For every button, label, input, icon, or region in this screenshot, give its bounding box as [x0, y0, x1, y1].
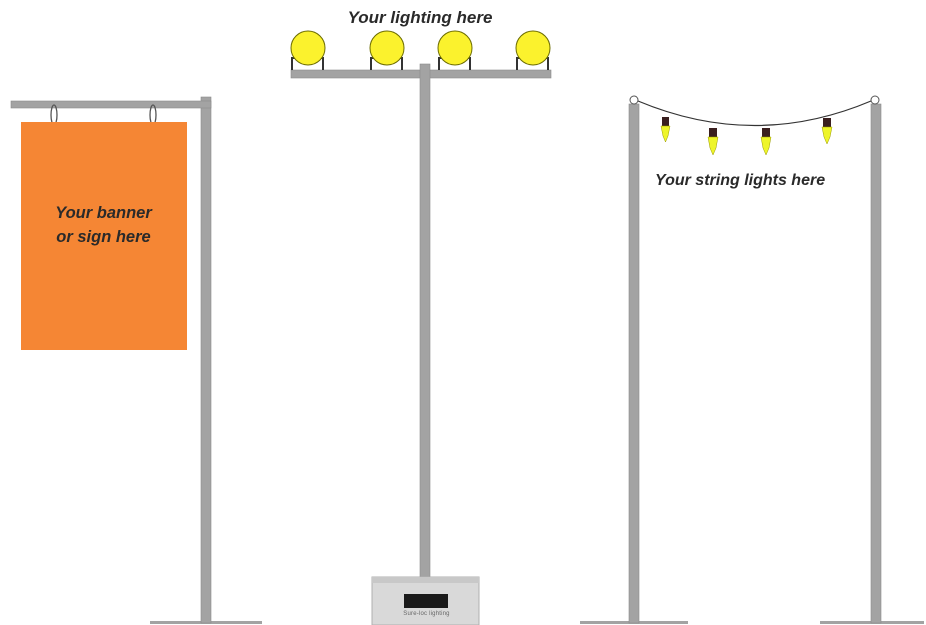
floodlight-icon [515, 30, 551, 70]
banner-sign [21, 122, 187, 350]
string-bulb-icon [821, 118, 833, 145]
floodlight-icon [369, 30, 405, 70]
floodlight-pole-assembly [290, 30, 552, 625]
banner-label-line-2: or sign here [56, 228, 151, 246]
floodlight-icon [290, 30, 326, 70]
banner-pole-post [200, 96, 212, 624]
string-bulb-icon [660, 117, 671, 143]
banner-label: Your banner or sign here [20, 201, 187, 249]
string-bulb-icon [707, 128, 719, 156]
string-bulb-icon [760, 128, 772, 156]
lighting-label: Your lighting here [347, 8, 493, 27]
ballast-base-box [371, 576, 480, 625]
string-pole-right-post [870, 103, 882, 624]
base-box-footer-text: Sure-loc lighting [403, 611, 450, 617]
banner-pole-assembly [10, 96, 262, 624]
base-display [404, 594, 448, 608]
banner-pole-arm [10, 100, 212, 109]
floodlight-icon [437, 30, 473, 70]
banner-label-line-1: Your banner [55, 204, 152, 222]
string-lights-label: Your string lights here [655, 172, 826, 189]
eyelet-right [870, 95, 880, 105]
string-lights-assembly [580, 95, 924, 624]
floodlight-pole-post [419, 63, 431, 579]
eyelet-left [629, 95, 639, 105]
string-wire [637, 100, 872, 127]
string-pole-left-post [628, 103, 640, 624]
